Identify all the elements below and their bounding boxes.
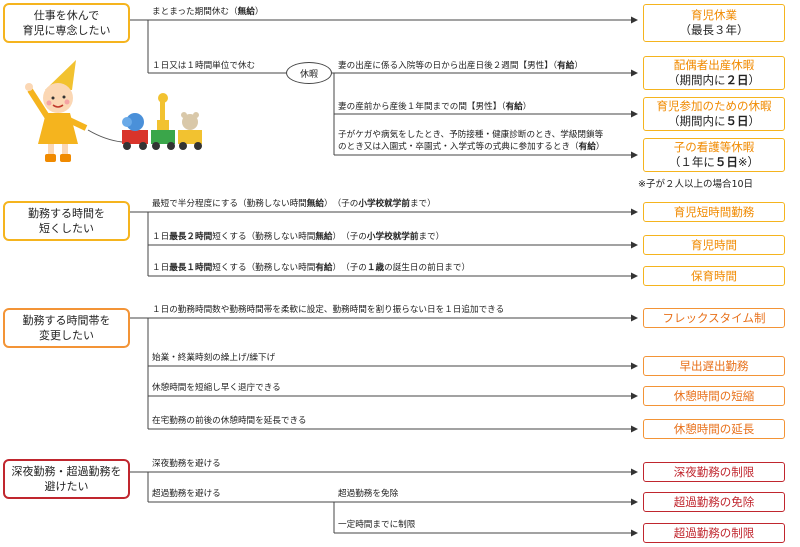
result-box: 深夜勤務の制限 <box>643 462 785 482</box>
leave-oval: 休暇 <box>286 62 332 84</box>
result-box: 超過勤務の制限 <box>643 523 785 543</box>
row-text: 最短で半分程度にする（勤務しない時間無給） （子の小学校就学前まで） <box>152 199 436 209</box>
row-text: 超過勤務を避ける <box>152 489 221 499</box>
result-box: 育児参加のための休暇（期間内に５日） <box>643 97 785 131</box>
result-box: 育児時間 <box>643 235 785 255</box>
row-text: まとまった期間休む（無給） <box>152 7 264 17</box>
row-text: 在宅勤務の前後の休憩時間を延長できる <box>152 416 307 426</box>
category-childcare-leave: 仕事を休んで 育児に専念したい <box>3 3 130 43</box>
result-box: 配偶者出産休暇（期間内に２日） <box>643 56 785 90</box>
result-box: 育児短時間勤務 <box>643 202 785 222</box>
result-box: 休憩時間の短縮 <box>643 386 785 406</box>
category-avoid-night-overtime: 深夜勤務・超過勤務を 避けたい <box>3 459 130 499</box>
result-box: 子の看護等休暇（１年に５日※） <box>643 138 785 172</box>
row-text: 一定時間までに制限 <box>338 520 416 530</box>
category-change-hours: 勤務する時間帯を 変更したい <box>3 308 130 348</box>
row-text: 超過勤務を免除 <box>338 489 399 499</box>
row-text: のとき又は入園式・卒園式・入学式等の式典に参加するとき（有給） <box>338 142 605 152</box>
result-box: 保育時間 <box>643 266 785 286</box>
row-text: 妻の出産に係る入院等の日から出産日後２週間【男性】（有給） <box>338 61 583 71</box>
row-text: 子がケガや病気をしたとき、予防接種・健康診断のとき、学級閉鎖等 <box>338 130 604 140</box>
row-text: １日最長２時間短くする（勤務しない時間無給） （子の小学校就学前まで） <box>152 232 445 242</box>
result-box: フレックスタイム制 <box>643 308 785 328</box>
row-text: 深夜勤務を避ける <box>152 459 221 469</box>
result-box: 育児休業（最長３年） <box>643 4 785 42</box>
category-shorter-hours: 勤務する時間を 短くしたい <box>3 201 130 241</box>
row-text: １日最長１時間短くする（勤務しない時間有給） （子の１歳の誕生日の前日まで） <box>152 263 471 273</box>
row-text: １日又は１時間単位で休む <box>152 61 256 71</box>
row-text: １日の勤務時間数や勤務時間帯を柔軟に設定、勤務時間を割り振らない日を１日追加でき… <box>152 305 505 315</box>
result-box: 超過勤務の免除 <box>643 492 785 512</box>
result-box: 早出遅出勤務 <box>643 356 785 376</box>
row-text: 妻の産前から産後１年間までの間【男性】（有給） <box>338 102 532 112</box>
footnote: ※子が２人以上の場合10日 <box>638 179 754 190</box>
child-toy-illustration <box>25 60 202 162</box>
row-text: 休憩時間を短縮し早く退庁できる <box>152 383 281 393</box>
result-box: 休憩時間の延長 <box>643 419 785 439</box>
row-text: 始業・終業時刻の繰上げ/繰下げ <box>152 353 276 363</box>
